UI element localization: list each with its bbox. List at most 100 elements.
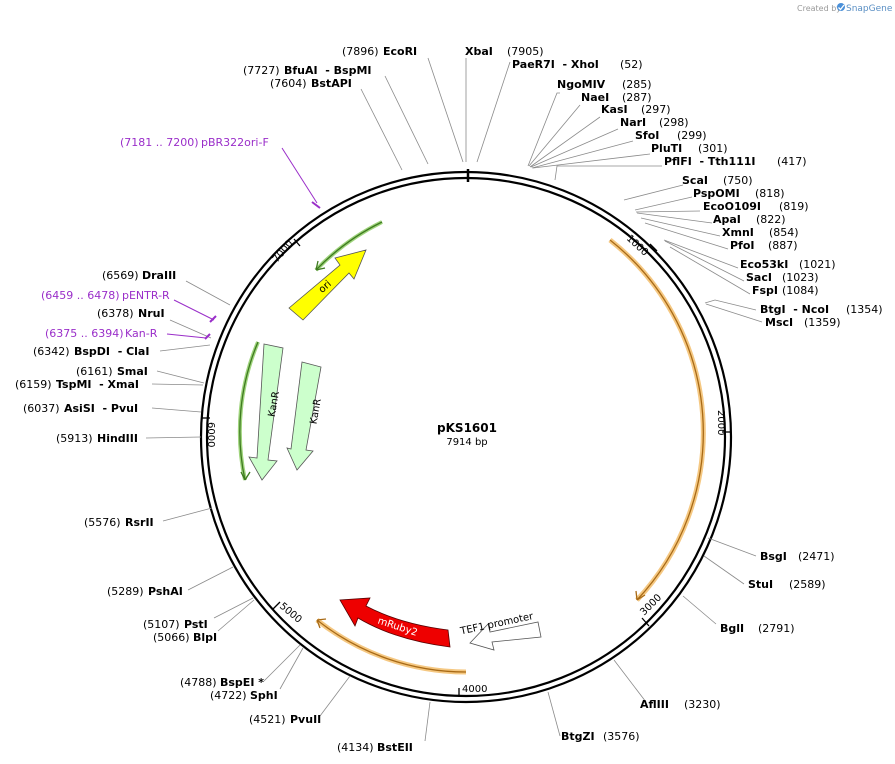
credit-prefix: Created by <box>797 4 841 13</box>
enzyme-pos: (297) <box>641 103 671 116</box>
enzyme-name: AsiSI - PvuI <box>64 402 138 415</box>
feature-label-kanr-2: KanR <box>308 398 323 425</box>
enzyme-name: FspI <box>752 284 778 297</box>
enzyme-pos: (2471) <box>798 550 835 563</box>
tick-label: 4000 <box>462 684 487 695</box>
enzyme-pos: (6378) <box>97 307 134 320</box>
enzyme-pos: (417) <box>777 155 807 168</box>
enzyme-name: NaeI <box>581 91 609 104</box>
enzyme-name: BglI <box>720 622 744 635</box>
enzyme-name: PaeR7I - XhoI <box>512 58 599 71</box>
enzyme-name: AflIII <box>640 698 669 711</box>
enzyme-pos: (3230) <box>684 698 721 711</box>
enzyme-name: PfoI <box>730 239 755 252</box>
enzyme-pos: (4521) <box>249 713 286 726</box>
enzyme-name: HindIII <box>97 432 138 445</box>
primer-range: (6375 .. 6394) <box>45 327 124 340</box>
enzyme-pos: (5289) <box>107 585 144 598</box>
enzyme-pos: (285) <box>622 78 652 91</box>
enzyme-pos: (299) <box>677 129 707 142</box>
mruby2-feature: mRuby2 <box>339 597 451 648</box>
tick-mark <box>641 617 650 627</box>
primer-leader-lines <box>166 147 321 340</box>
enzyme-name: BstEII <box>377 741 413 754</box>
enzyme-pos: (298) <box>659 116 689 129</box>
enzyme-pos: (1084) <box>782 284 819 297</box>
enzyme-name: BtgI - NcoI <box>760 303 829 316</box>
tick-mark <box>272 601 281 610</box>
enzyme-pos: (1021) <box>799 258 836 271</box>
enzyme-pos: (301) <box>698 142 728 155</box>
enzyme-pos: (5107) <box>143 618 180 631</box>
feature-label-kanr-1: KanR <box>267 390 282 417</box>
tick-mark <box>649 243 658 252</box>
enzyme-pos: (822) <box>756 213 786 226</box>
ori-feature: ori <box>288 249 367 321</box>
enzyme-leader-lines <box>145 57 763 742</box>
enzyme-pos: (1354) <box>846 303 883 316</box>
enzyme-pos: (854) <box>769 226 799 239</box>
primer-name: pENTR-R <box>122 289 170 302</box>
kan-arc <box>237 341 260 481</box>
enzyme-name: Eco53kI <box>740 258 788 271</box>
enzyme-name: TspMI - XmaI <box>56 378 139 391</box>
enzyme-name: SfoI <box>635 129 659 142</box>
enzyme-pos: (5066) <box>153 631 190 644</box>
enzyme-pos: (4788) <box>180 676 217 689</box>
primer-labels: (7181 .. 7200) pBR322ori-F (6459 .. 6478… <box>41 136 269 340</box>
enzyme-name: BspEI * <box>220 676 264 689</box>
enzyme-name: PflFI - Tth111I <box>664 155 756 168</box>
primer-range: (6459 .. 6478) <box>41 289 120 302</box>
enzyme-name: EcoO109I <box>703 200 761 213</box>
enzyme-pos: (819) <box>779 200 809 213</box>
enzyme-pos: (2791) <box>758 622 795 635</box>
enzyme-pos: (6569) <box>102 269 139 282</box>
enzyme-name: ScaI <box>682 174 708 187</box>
enzyme-pos: (1359) <box>804 316 841 329</box>
credit-brand: SnapGene <box>846 4 893 14</box>
enzyme-pos: (1023) <box>782 271 819 284</box>
enzyme-name: PstI <box>184 618 208 631</box>
primer-name: pBR322ori-F <box>201 136 269 149</box>
enzyme-name: NgoMIV <box>557 78 606 91</box>
enzyme-name: SacI <box>746 271 772 284</box>
enzyme-pos: (52) <box>620 58 643 71</box>
enzyme-name: PvuII <box>290 713 321 726</box>
tick-label: 6000 <box>205 422 216 447</box>
enzyme-pos: (7727) <box>243 64 280 77</box>
enzyme-pos: (818) <box>755 187 785 200</box>
enzyme-name: SphI <box>250 689 278 702</box>
enzyme-pos: (6161) <box>76 365 113 378</box>
enzyme-name: SmaI <box>117 365 148 378</box>
enzyme-pos: (4722) <box>210 689 247 702</box>
enzyme-pos: (7905) <box>507 45 544 58</box>
enzyme-name: BtgZI <box>561 730 595 743</box>
plasmid-length: 7914 bp <box>446 437 487 448</box>
kanr-feature-outer: KanR <box>248 343 284 481</box>
enzyme-name: EcoRI <box>383 45 417 58</box>
enzyme-name: RsrII <box>125 516 154 529</box>
enzyme-name: BfuAI - BspMI <box>284 64 372 77</box>
primer-range: (7181 .. 7200) <box>120 136 199 149</box>
tef1-promoter-feature: TEF1 promoter <box>459 611 542 651</box>
enzyme-pos: (287) <box>622 91 652 104</box>
enzyme-pos: (5576) <box>84 516 121 529</box>
orf-arc-bottom <box>315 618 467 675</box>
enzyme-pos: (2589) <box>789 578 826 591</box>
enzyme-pos: (6342) <box>33 345 70 358</box>
enzyme-name: PspOMI <box>693 187 740 200</box>
enzyme-name: DraIII <box>142 269 176 282</box>
tick-mark <box>293 238 301 247</box>
enzyme-name: BlpI <box>193 631 217 644</box>
enzyme-pos: (750) <box>723 174 753 187</box>
enzyme-name: KasI <box>601 103 628 116</box>
enzyme-name: MscI <box>765 316 793 329</box>
enzyme-name: PluTI <box>651 142 682 155</box>
enzyme-name: BsgI <box>760 550 787 563</box>
enzyme-pos: (6037) <box>23 402 60 415</box>
enzyme-labels: (7896) EcoRI XbaI (7905) PaeR7I - XhoI (… <box>15 45 883 754</box>
enzyme-pos: (5913) <box>56 432 93 445</box>
enzyme-pos: (6159) <box>15 378 52 391</box>
snapgene-logo-icon <box>837 3 845 11</box>
